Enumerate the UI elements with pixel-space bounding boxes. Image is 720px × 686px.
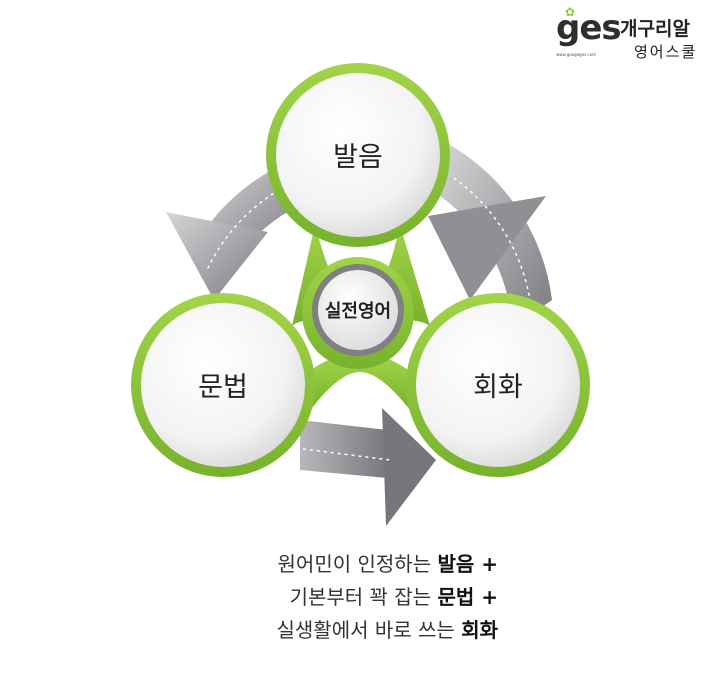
center-circle <box>318 270 398 350</box>
caption-line-1-bold: 발음 <box>437 552 475 576</box>
caption-line-2-bold: 문법 <box>437 585 475 609</box>
logo-name-line1: 개구리알 <box>620 18 690 40</box>
caption-line-1-text: 원어민이 인정하는 <box>277 552 438 576</box>
node-left-circle <box>141 303 305 467</box>
caption-line-3: 실생활에서 바로 쓰는 회화 <box>277 614 499 647</box>
logo-mark: ges <box>556 8 622 48</box>
caption-line-1-suffix: + <box>474 552 498 576</box>
node-left-label: 문법 <box>198 372 248 403</box>
arrow-to-right <box>295 408 436 526</box>
cycle-diagram: 발음 문법 회화 실전영어 <box>131 63 590 526</box>
node-top-circle <box>276 73 440 237</box>
logo: ✿ ges www.gaegoges.com 개구리알 영어스쿨 <box>556 6 706 68</box>
sprout-icon: ✿ <box>565 5 576 19</box>
caption-line-2-text: 기본부터 꽉 잡는 <box>289 585 438 609</box>
node-top-label: 발음 <box>333 142 383 173</box>
node-right-circle <box>416 303 580 467</box>
caption-line-2: 기본부터 꽉 잡는 문법 + <box>277 581 498 614</box>
logo-name-line2: 영어스쿨 <box>634 43 698 61</box>
caption-line-3-bold: 회화 <box>461 618 498 642</box>
caption-line-1: 원어민이 인정하는 발음 + <box>277 548 498 581</box>
arrow-to-top <box>428 142 552 328</box>
node-right-label: 회화 <box>473 372 523 403</box>
logo-url: www.gaegoges.com <box>556 52 597 57</box>
caption-line-2-suffix: + <box>474 585 498 609</box>
caption-line-3-text: 실생활에서 바로 쓰는 <box>276 618 462 642</box>
caption: 원어민이 인정하는 발음 + 기본부터 꽉 잡는 문법 + 실생활에서 바로 쓰… <box>277 548 499 647</box>
center-label: 실전영어 <box>325 301 391 322</box>
